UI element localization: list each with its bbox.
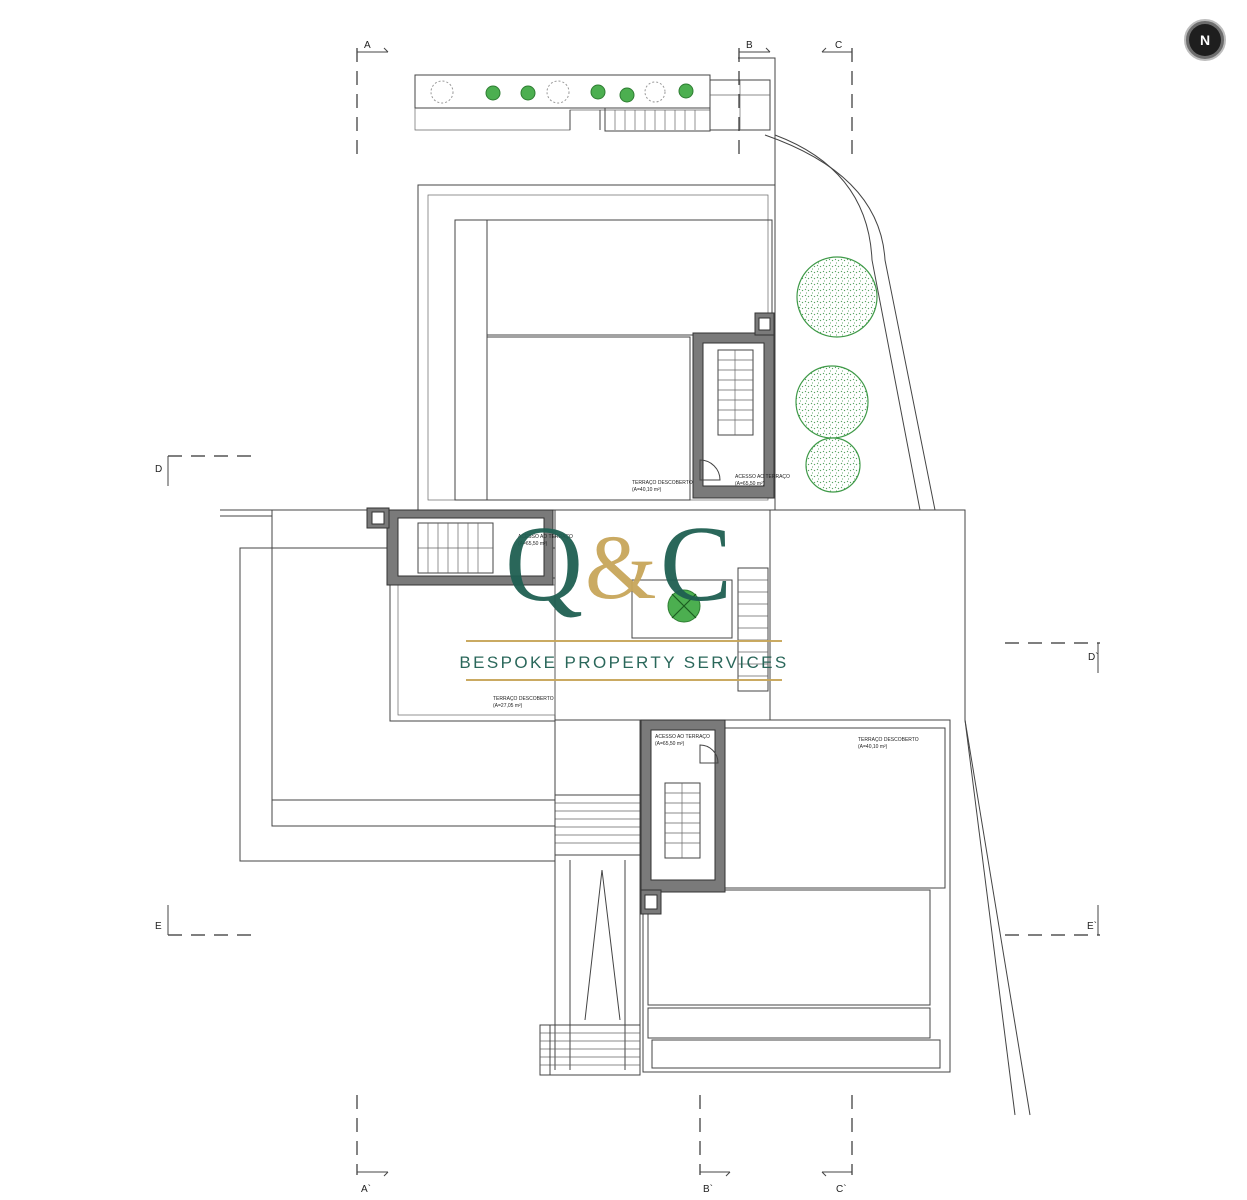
section-cut-lines <box>168 48 1100 1175</box>
right-access-name: ACESSO AO TERRAÇO <box>655 734 710 740</box>
top-terrace-area: (A=40,10 m²) <box>632 487 662 493</box>
entry-steps <box>604 57 776 135</box>
right-stair-core: ACESSO AO TERRAÇO (A=65,50 m²) <box>640 719 726 915</box>
section-label-c-prime: C` <box>836 1183 847 1195</box>
section-label-a: A <box>364 40 371 51</box>
section-label-e-prime: E` <box>1087 920 1097 932</box>
logo-ampersand: & <box>585 516 657 618</box>
section-label-e: E <box>155 921 162 932</box>
section-markers: A A` B B` C C` D D` E E` <box>155 40 1099 1195</box>
tree-icon <box>795 256 878 493</box>
logo-letter-c: C <box>660 505 732 624</box>
section-label-c: C <box>835 40 842 51</box>
north-label: N <box>1200 32 1210 48</box>
shrub-icon <box>430 80 666 104</box>
left-access-name: ACESSO AO TERRAÇO <box>518 534 573 540</box>
section-label-b-prime: B` <box>703 1183 713 1195</box>
top-planter <box>414 74 711 131</box>
right-terrace-area: (A=40,10 m²) <box>858 744 888 750</box>
logo-letter-q: Q <box>505 505 583 624</box>
section-label-d: D <box>155 464 162 475</box>
logo-rule-bottom <box>466 679 782 681</box>
top-access-name: ACESSO AO TERRAÇO <box>735 474 790 480</box>
section-label-b: B <box>746 40 753 51</box>
central-steps <box>554 720 641 1070</box>
bottom-steps <box>539 1024 641 1076</box>
left-stair-core: ACESSO AO TERRAÇO (A=65,50 m²) <box>366 507 573 586</box>
left-terrace-area: (A=27,05 m²) <box>493 703 523 709</box>
top-terrace-name: TERRAÇO DESCOBERTO <box>632 480 693 486</box>
right-terrace-name: TERRAÇO DESCOBERTO <box>858 737 919 743</box>
top-access-area: (A=65,50 m²) <box>735 481 765 487</box>
logo-tagline: BESPOKE PROPERTY SERVICES <box>459 653 788 672</box>
north-compass-icon: N <box>1184 19 1226 61</box>
section-label-a-prime: A` <box>361 1183 371 1195</box>
right-access-area: (A=65,50 m²) <box>655 741 685 747</box>
top-stair-core: ACESSO AO TERRAÇO (A=65,50 m²) <box>692 312 790 499</box>
brand-watermark: Q & C BESPOKE PROPERTY SERVICES <box>459 505 788 681</box>
left-terrace-name: TERRAÇO DESCOBERTO <box>493 696 554 702</box>
section-label-d-prime: D` <box>1088 651 1099 663</box>
logo-rule-top <box>466 640 782 642</box>
left-access-area: (A=65,50 m²) <box>518 541 548 547</box>
plant-icon <box>485 83 694 103</box>
